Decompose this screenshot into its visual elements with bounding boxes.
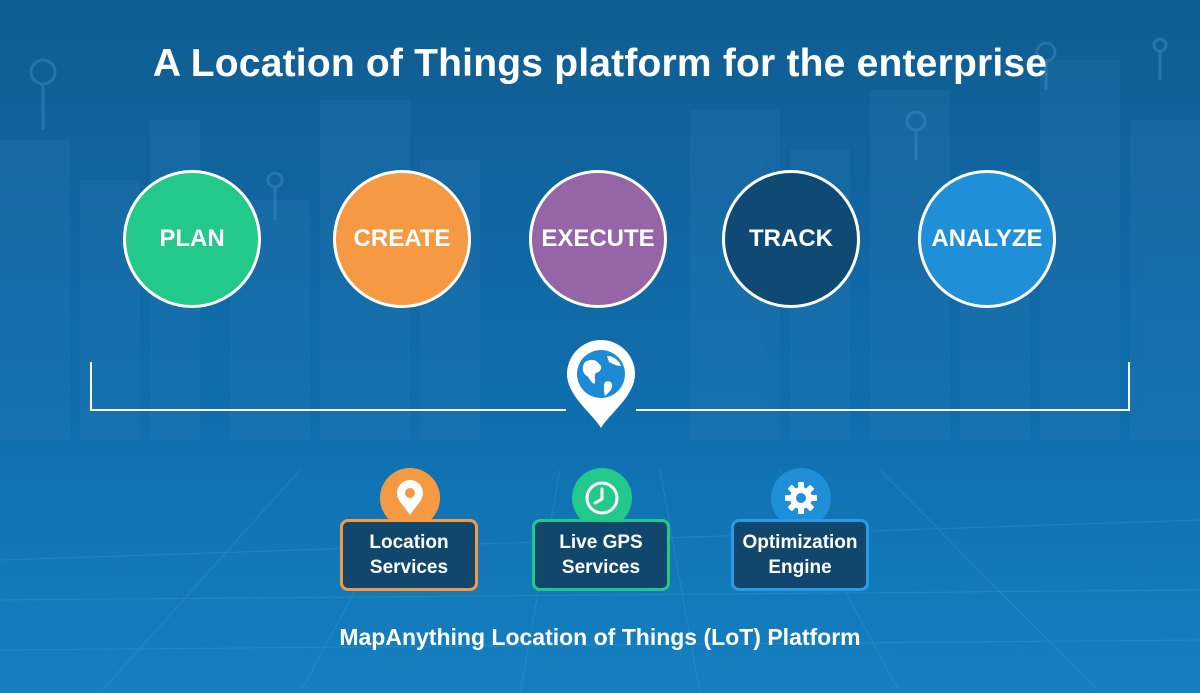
platform-caption: MapAnything Location of Things (LoT) Pla… <box>339 624 861 650</box>
clock-badge <box>572 468 632 528</box>
clock-icon <box>585 481 619 515</box>
stage-analyze-label: ANALYZE <box>931 225 1043 252</box>
location-pin-icon <box>397 480 423 515</box>
page-title: A Location of Things platform for the en… <box>152 42 1048 85</box>
stage-create-label: CREATE <box>353 225 451 252</box>
optimization-engine-line1: Optimization <box>742 532 858 553</box>
stage-execute-label: EXECUTE <box>541 225 655 252</box>
stage-plan-label: PLAN <box>159 225 225 252</box>
optimization-engine-line2: Engine <box>768 557 832 578</box>
location-pin-badge <box>380 468 440 528</box>
location-services-line1: Location <box>369 532 449 553</box>
optimization-engine-box: Optimization Engine <box>731 519 869 591</box>
live-gps-services-line2: Services <box>561 557 641 578</box>
live-gps-services-line1: Live GPS <box>559 532 643 553</box>
location-services-box: Location Services <box>340 519 478 591</box>
stage-track-label: TRACK <box>749 225 833 252</box>
gear-badge <box>771 468 831 528</box>
live-gps-services-box: Live GPS Services <box>532 519 670 591</box>
stage-plan-circle: PLAN <box>123 170 261 308</box>
gear-icon <box>785 482 817 514</box>
stage-execute-circle: EXECUTE <box>529 170 667 308</box>
stage-track-circle: TRACK <box>722 170 860 308</box>
location-services-line2: Services <box>369 557 449 578</box>
globe-pin-icon <box>567 340 635 428</box>
stage-create-circle: CREATE <box>333 170 471 308</box>
stage-analyze-circle: ANALYZE <box>918 170 1056 308</box>
